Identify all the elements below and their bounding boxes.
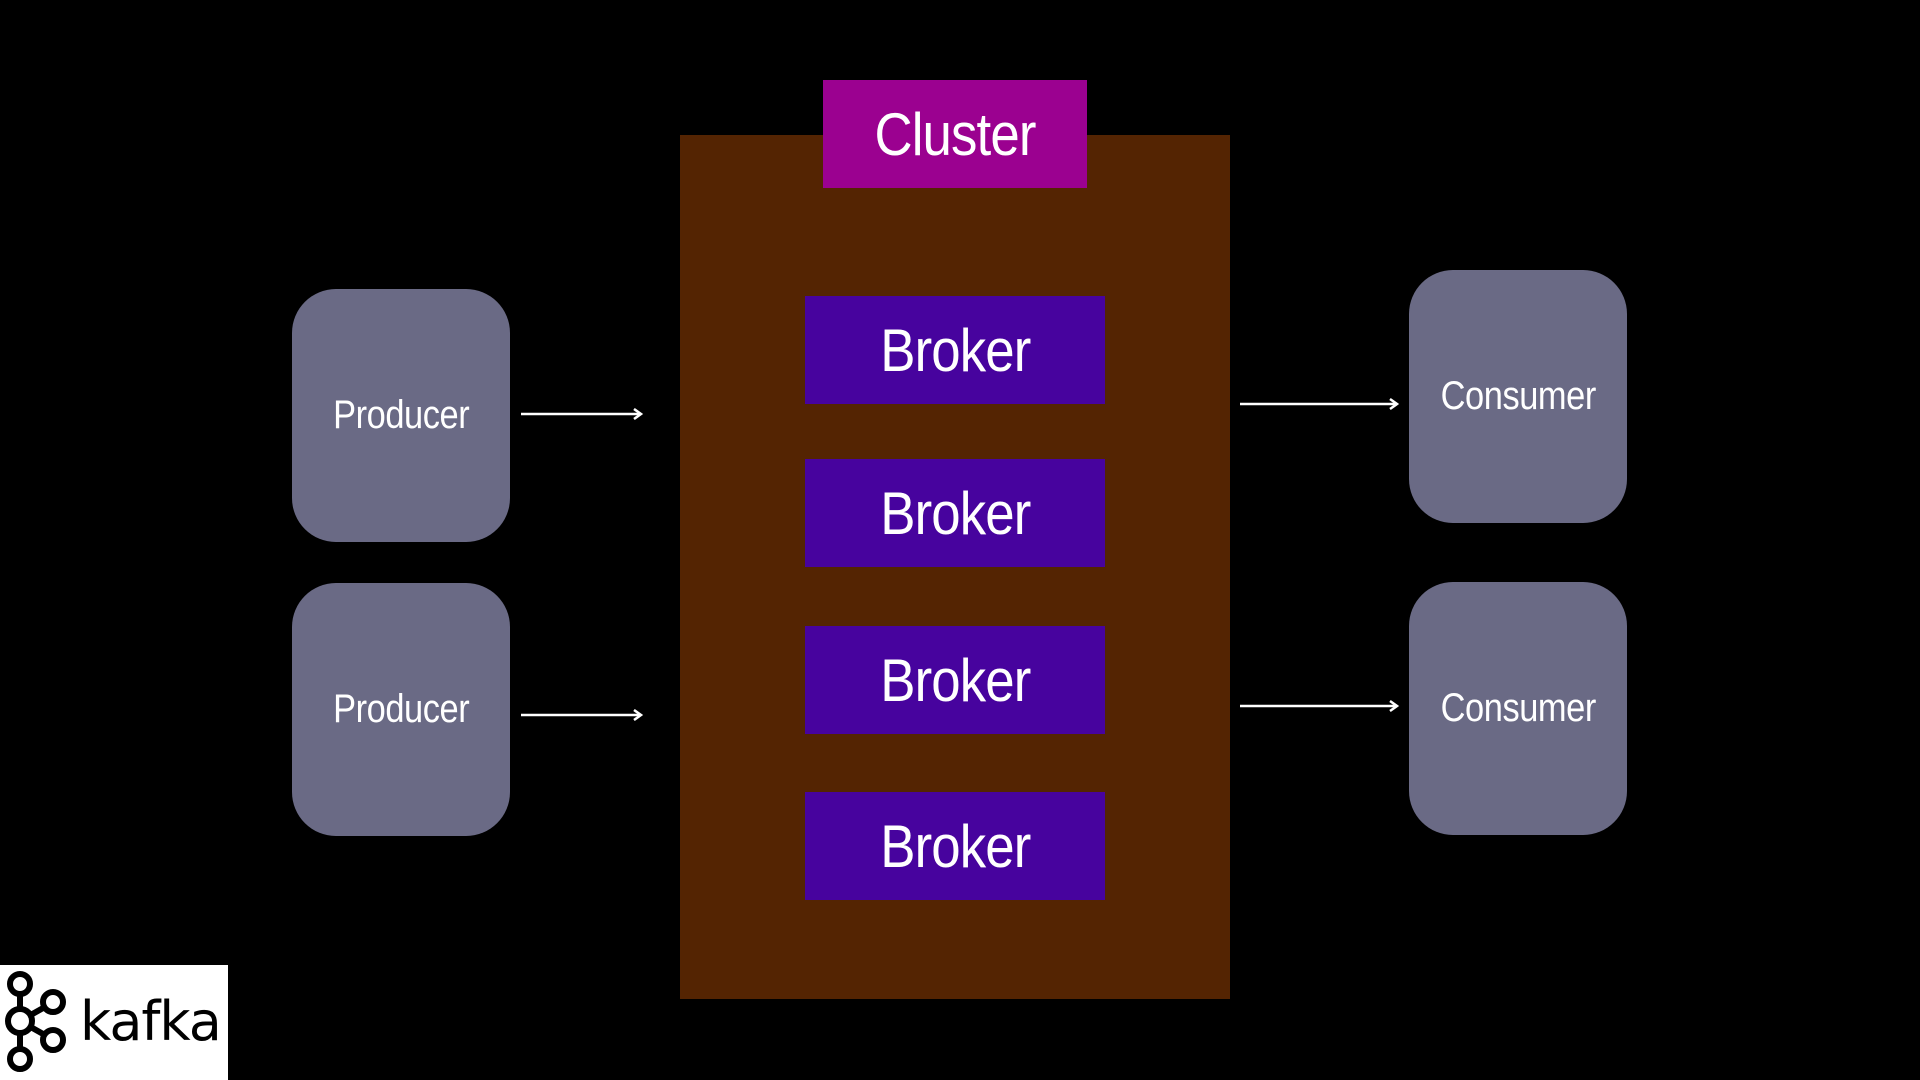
producer-2: Producer	[292, 583, 510, 836]
consumer-2: Consumer	[1409, 582, 1627, 835]
broker-label: Broker	[879, 646, 1031, 714]
kafka-wordmark: kafka	[80, 990, 222, 1053]
kafka-logo-icon	[5, 971, 66, 1072]
consumer-label: Consumer	[1440, 686, 1596, 730]
producer-label: Producer	[332, 687, 470, 731]
kafka-logo: kafka	[0, 965, 228, 1080]
cluster-to-consumer-1-arrow-icon	[1240, 397, 1400, 411]
cluster-title: Cluster	[823, 80, 1087, 188]
producer-1-to-cluster-arrow-icon	[521, 407, 644, 421]
cluster-to-consumer-2-arrow-icon	[1240, 699, 1400, 713]
broker-1: Broker	[805, 296, 1105, 404]
consumer-label: Consumer	[1440, 374, 1596, 418]
broker-4: Broker	[805, 792, 1105, 900]
broker-label: Broker	[879, 812, 1031, 880]
producer-2-to-cluster-arrow-icon	[521, 708, 644, 722]
broker-label: Broker	[879, 479, 1031, 547]
producer-label: Producer	[332, 393, 470, 437]
broker-2: Broker	[805, 459, 1105, 567]
broker-label: Broker	[879, 316, 1031, 384]
cluster-title-text: Cluster	[874, 100, 1036, 168]
producer-1: Producer	[292, 289, 510, 542]
broker-3: Broker	[805, 626, 1105, 734]
consumer-1: Consumer	[1409, 270, 1627, 523]
